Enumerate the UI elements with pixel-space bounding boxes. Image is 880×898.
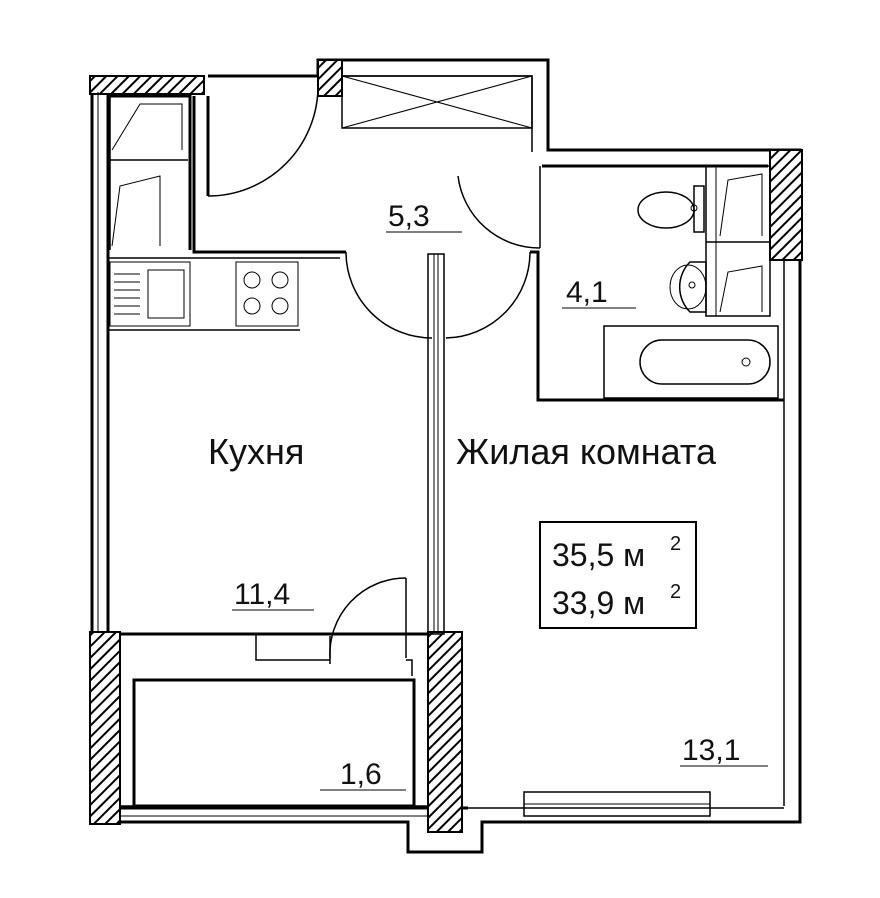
balcony-area: 1,6 [340,758,382,791]
stove [235,261,299,327]
washbasin [669,261,707,313]
column-bottom-left [89,631,121,825]
area-summary-box [539,521,697,629]
window-living-bottom [523,791,711,817]
balcony-door [329,577,407,664]
kitchen-name: Кухня [208,431,304,472]
column-right [769,149,803,261]
ventilation-shaft [341,75,533,129]
column-top-middle [317,59,343,97]
total-area-exponent: 2 [670,533,681,555]
living-area-value: 33,9 м [552,585,645,621]
column-bottom-middle [427,631,463,833]
bathroom-door [457,166,541,249]
area-underlines [232,231,768,791]
total-area-value: 35,5 м [552,537,645,573]
living-room-door [445,251,531,339]
column-top-left [89,75,205,95]
living-area-exponent: 2 [670,581,681,603]
toilet [637,185,705,233]
kitchen-sink [109,261,191,327]
bathroom-area: 4,1 [566,276,608,309]
living-room-name: Жилая комната [456,431,717,472]
wardrobe-left [108,94,192,250]
bathroom-wardrobe [705,165,771,317]
kitchen-area: 11,4 [234,578,290,611]
living-room-area: 13,1 [682,734,740,767]
kitchen-door [345,251,433,339]
entry-door [206,85,319,197]
balcony [120,632,428,817]
bathtub [603,325,779,399]
hall-area: 5,3 [388,200,430,233]
partition-wall [427,253,445,635]
